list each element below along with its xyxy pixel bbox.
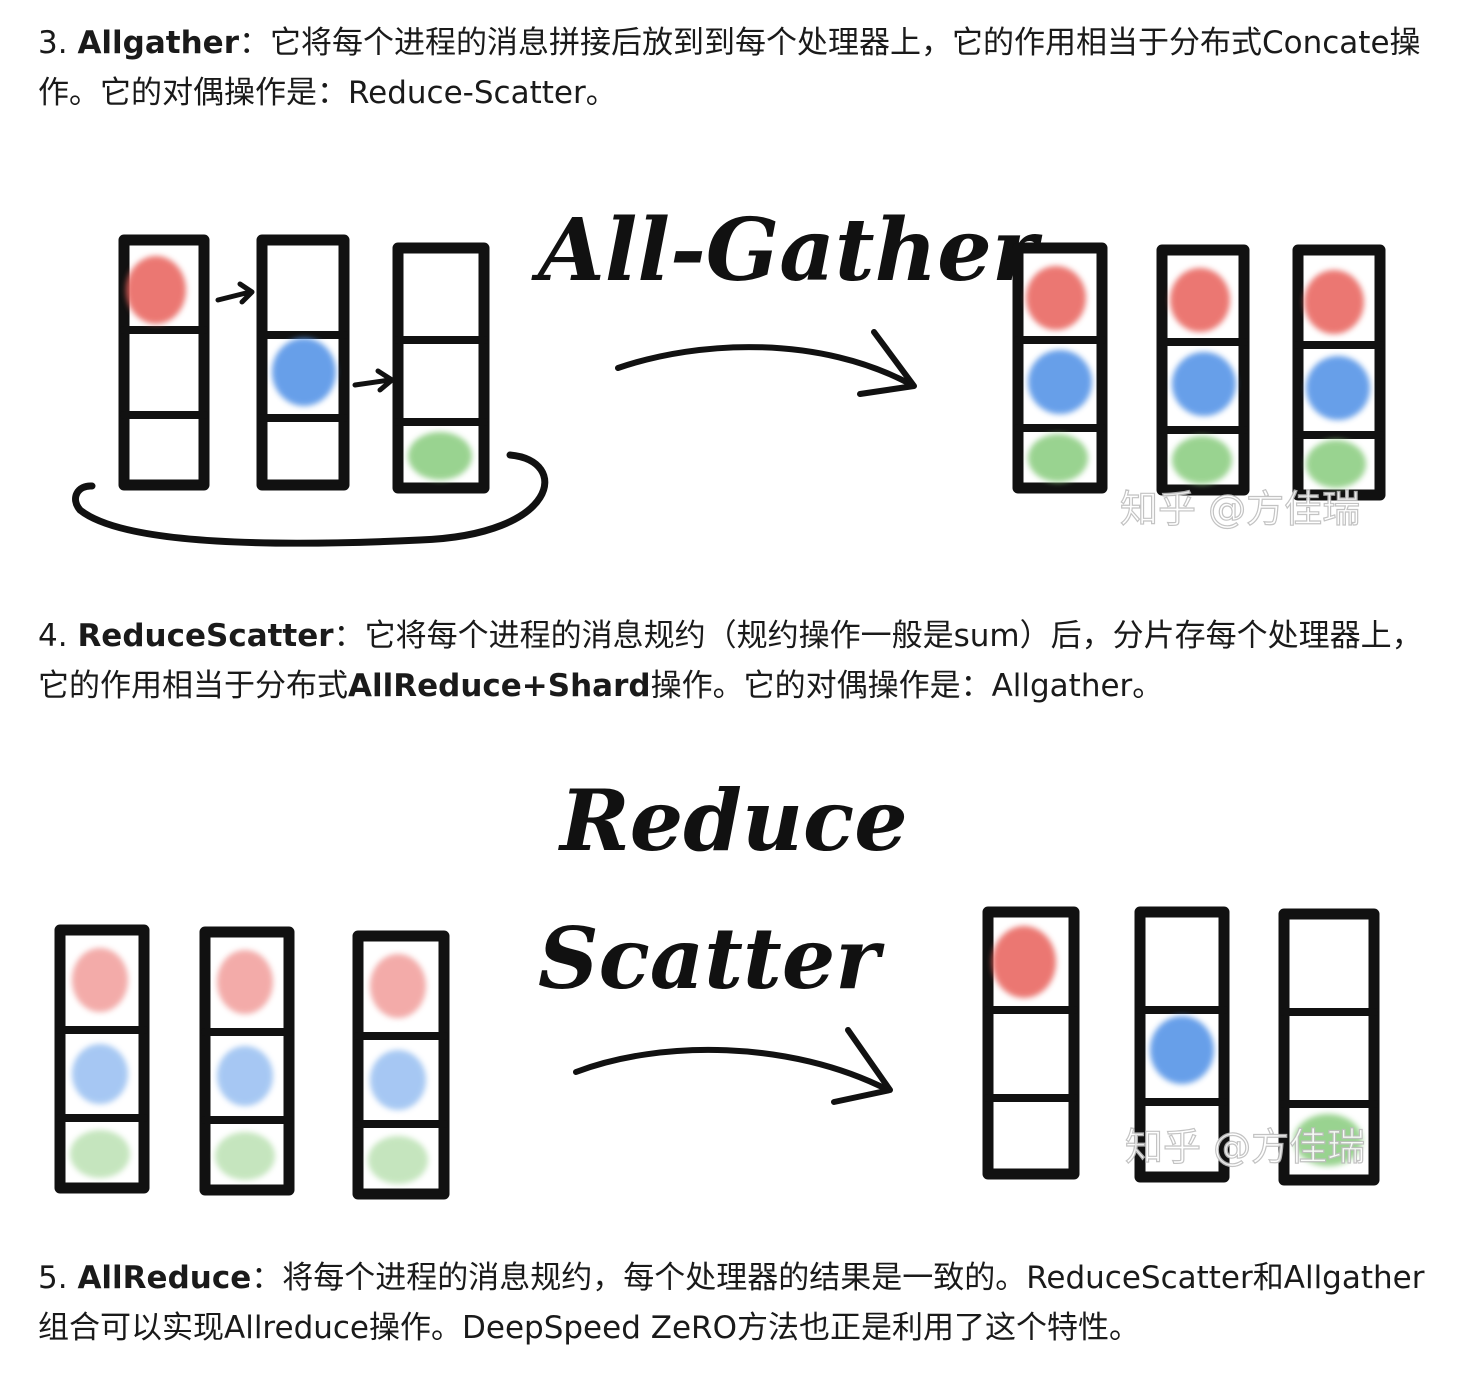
source-column-3 bbox=[352, 930, 450, 1200]
result-column-3 bbox=[1278, 908, 1380, 1186]
source-column-2 bbox=[256, 234, 350, 491]
section-number: 4. bbox=[38, 618, 68, 654]
section-text: 它将每个进程的消息拼接后放到到每个处理器上，它的作用相当于分布式Concate操… bbox=[38, 25, 1421, 111]
colon: ： bbox=[239, 25, 270, 61]
red-block bbox=[992, 926, 1056, 998]
result-column-2 bbox=[1134, 906, 1230, 1183]
reducescatter-title-line1: Reduce bbox=[558, 771, 908, 870]
green-block bbox=[1294, 1114, 1362, 1166]
blue-block bbox=[272, 338, 336, 406]
source-column-2 bbox=[199, 926, 295, 1196]
term-allreduce: AllReduce bbox=[77, 1260, 252, 1296]
section-allgather: 3. Allgather：它将每个进程的消息拼接后放到到每个处理器上，它的作用相… bbox=[38, 18, 1428, 118]
section-reducescatter: 4. ReduceScatter：它将每个进程的消息规约（规约操作一般是sum）… bbox=[38, 611, 1428, 711]
term-reducescatter: ReduceScatter bbox=[77, 618, 334, 654]
arrow-icon bbox=[215, 281, 395, 393]
long-arrow-icon bbox=[615, 329, 917, 397]
section-text-a: 它将每个进程的消息规约（规约操作一般是sum）后，分片存每个处理器上，它的作用相… bbox=[38, 618, 1423, 704]
result-column-1 bbox=[982, 906, 1080, 1180]
source-column-3 bbox=[392, 242, 490, 494]
green-block bbox=[408, 432, 472, 480]
section-allreduce: 5. AllReduce：将每个进程的消息规约，每个处理器的结果是一致的。Red… bbox=[38, 1253, 1428, 1353]
result-column-2 bbox=[1156, 244, 1250, 496]
allgather-title: All-Gather bbox=[531, 200, 1043, 301]
blue-block bbox=[1150, 1016, 1214, 1084]
result-column-1 bbox=[1012, 242, 1108, 494]
watermark: 知乎 @方佳瑞 bbox=[1125, 1125, 1365, 1169]
red-block bbox=[126, 256, 186, 324]
term-allgather: Allgather bbox=[77, 25, 239, 61]
term-allreduce-shard: AllReduce+Shard bbox=[348, 668, 651, 704]
colon: ： bbox=[333, 618, 365, 654]
reducescatter-diagram: Reduce Scatter bbox=[54, 771, 1380, 1200]
section-number: 5. bbox=[38, 1260, 68, 1296]
section-text-b: 操作。它的对偶操作是：Allgather。 bbox=[650, 668, 1164, 704]
source-column-1 bbox=[54, 924, 150, 1194]
loop-arrow-icon bbox=[72, 451, 549, 547]
source-column-1 bbox=[118, 234, 210, 491]
colon: ： bbox=[251, 1260, 283, 1296]
long-arrow-icon bbox=[573, 1027, 893, 1105]
watermark: 知乎 @方佳瑞 bbox=[1120, 487, 1360, 531]
allgather-diagram: All-Gather 知乎 @方佳瑞 bbox=[72, 200, 1386, 547]
result-column-3 bbox=[1292, 244, 1386, 501]
section-text: 将每个进程的消息规约，每个处理器的结果是一致的。ReduceScatter和Al… bbox=[38, 1260, 1425, 1346]
reducescatter-title-line2: Scatter bbox=[538, 909, 885, 1008]
section-number: 3. bbox=[38, 25, 68, 61]
